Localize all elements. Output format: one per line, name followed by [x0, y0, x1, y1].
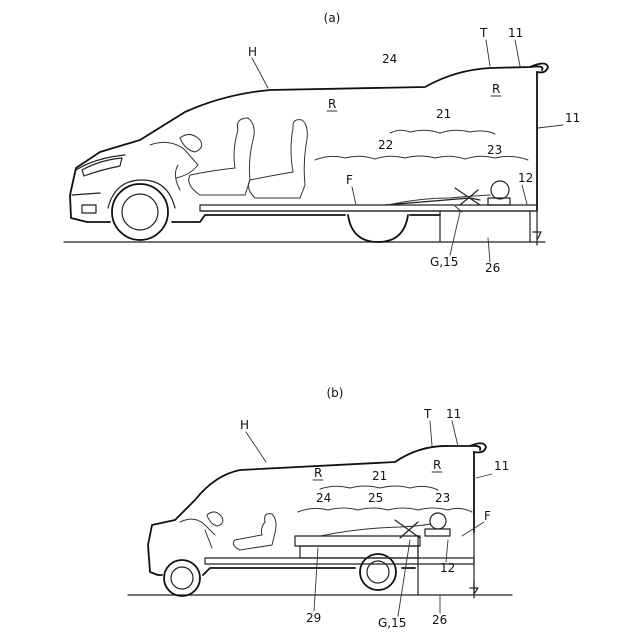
label-R1-b: R — [314, 466, 322, 480]
label-23: 23 — [487, 143, 502, 157]
front-wheel — [112, 184, 168, 240]
label-11-right-b: 11 — [494, 459, 509, 473]
label-F-b: F — [484, 509, 491, 523]
leader-11-right — [538, 125, 563, 128]
panel-a: (a) — [64, 11, 580, 275]
leader-H — [252, 58, 268, 88]
person-head — [491, 181, 509, 199]
front-seat-b — [233, 514, 276, 550]
second-seat — [248, 120, 307, 198]
leader-11-right-b — [476, 474, 492, 478]
front-wheel-hub-b — [171, 567, 193, 589]
dashboard — [150, 142, 198, 178]
label-12-b: 12 — [440, 561, 455, 575]
leader-G15 — [450, 212, 460, 255]
leader-T — [486, 40, 490, 66]
label-G15-b: G,15 — [378, 616, 406, 630]
underbody-b — [158, 568, 415, 575]
person-head-b — [430, 513, 446, 529]
label-29-b: 29 — [306, 611, 321, 625]
panel-b-caption: (b) — [327, 386, 344, 400]
space-region-21 — [390, 130, 495, 134]
label-24: 24 — [382, 52, 397, 66]
label-26: 26 — [485, 261, 500, 275]
panel-a-caption: (a) — [324, 11, 341, 25]
leader-H-b — [246, 432, 266, 462]
front-wheel-hub — [122, 194, 158, 230]
label-R1: R — [328, 97, 336, 111]
label-R2-b: R — [433, 458, 441, 472]
stake — [533, 210, 541, 245]
label-H: H — [248, 45, 257, 59]
label-21: 21 — [436, 107, 451, 121]
label-22: 22 — [378, 138, 393, 152]
leader-12 — [522, 185, 527, 204]
front-wheel-b — [164, 560, 200, 596]
label-26-b: 26 — [432, 613, 447, 627]
roof-hook — [530, 64, 548, 73]
roof-hook-b — [470, 443, 486, 452]
leader-F-b — [462, 522, 484, 536]
space-region-24-25-23-b — [298, 508, 472, 512]
label-H-b: H — [240, 418, 249, 432]
label-T: T — [479, 26, 488, 40]
lower-tent-box — [440, 211, 530, 242]
leader-11-top-b — [452, 421, 458, 446]
label-12: 12 — [518, 171, 533, 185]
rear-wheel-b — [360, 554, 396, 590]
label-T-b: T — [423, 407, 432, 421]
leader-12-b — [446, 540, 448, 562]
label-R2: R — [492, 82, 500, 96]
rear-wheel — [348, 215, 408, 242]
floor-plate — [200, 205, 537, 211]
space-region-21-b — [320, 486, 438, 490]
label-11-top: 11 — [508, 26, 523, 40]
underbody — [87, 215, 440, 222]
pillow-b — [425, 529, 450, 536]
label-24-b: 24 — [316, 491, 331, 505]
label-11-right: 11 — [565, 111, 580, 125]
front-seat — [189, 118, 254, 195]
front-bumper — [72, 155, 125, 213]
leader-T-b — [430, 421, 432, 446]
leader-F — [352, 187, 356, 205]
floor-plate-b — [205, 558, 474, 564]
label-G15: G,15 — [430, 255, 458, 269]
bed-frame-b — [395, 520, 420, 538]
leader-G15-b — [398, 540, 410, 616]
label-25-b: 25 — [368, 491, 383, 505]
label-21-b: 21 — [372, 469, 387, 483]
label-11-top-b: 11 — [446, 407, 461, 421]
leader-11-top — [515, 40, 520, 66]
label-F: F — [346, 173, 353, 187]
steering-wheel-b — [205, 512, 223, 548]
label-23-b: 23 — [435, 491, 450, 505]
panel-b: (b) H — [128, 386, 512, 630]
